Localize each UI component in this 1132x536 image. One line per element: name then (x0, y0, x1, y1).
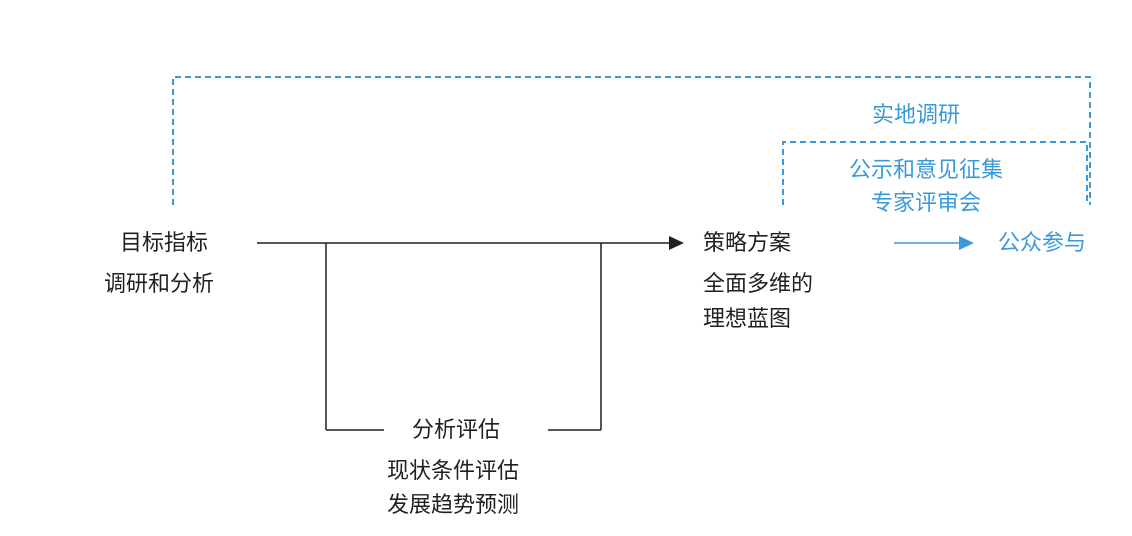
inner-loop-label-line1: 公示和意见征集 (848, 158, 1003, 183)
inner-feedback-loop (782, 141, 1088, 205)
analysis-line2: 发展趋势预测 (387, 493, 520, 518)
goal-subtitle: 调研和分析 (104, 272, 215, 297)
inner-loop-label-line2: 专家评审会 (870, 191, 981, 216)
strategy-title: 策略方案 (703, 231, 792, 256)
strategy-line1: 全面多维的 (703, 272, 814, 297)
goal-title: 目标指标 (120, 231, 209, 256)
main-flow-arrowhead (669, 236, 684, 250)
analysis-title: 分析评估 (412, 418, 501, 443)
public-participation-label: 公众参与 (998, 231, 1087, 256)
outer-loop-label: 实地调研 (872, 103, 961, 128)
public-arrowhead (959, 236, 974, 250)
strategy-line2: 理想蓝图 (703, 307, 792, 332)
analysis-line1: 现状条件评估 (387, 459, 520, 484)
outer-feedback-loop (172, 76, 1091, 205)
